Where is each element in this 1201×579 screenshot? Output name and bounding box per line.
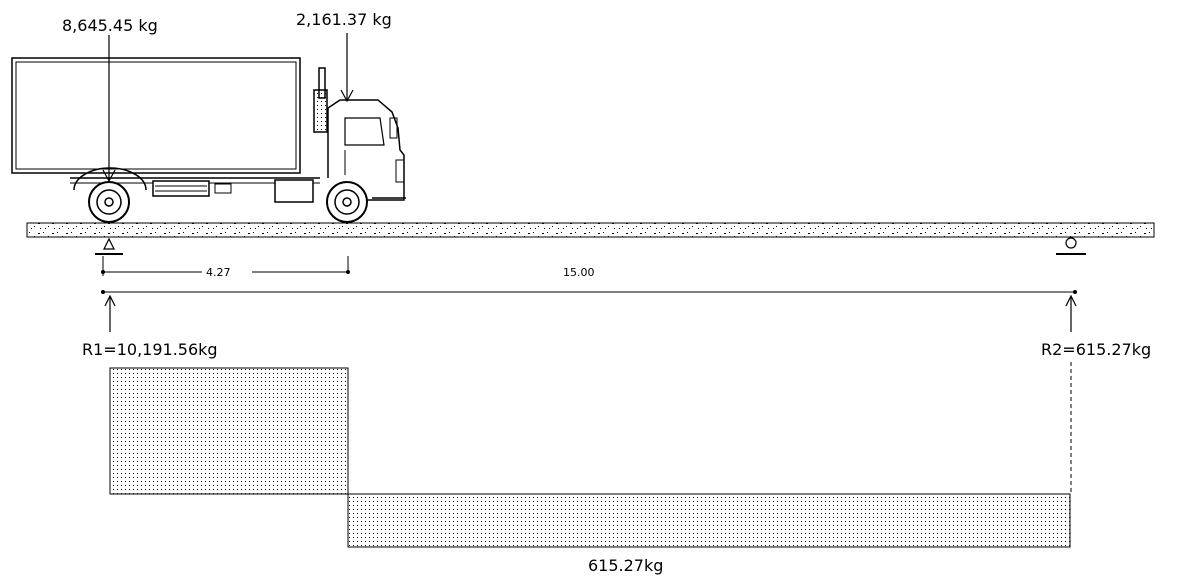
shear-bottom-label: 615.27kg	[588, 556, 663, 575]
truck-rear-mudguard	[73, 167, 147, 191]
truck-exhaust-muffler	[313, 89, 328, 133]
span-label: 15.00	[563, 266, 595, 279]
truck-front-wheel-rim	[334, 189, 360, 215]
truck-cargo-box-inner	[15, 61, 297, 170]
reaction-r2-label: R2=615.27kg	[1041, 340, 1151, 359]
truck-mirror	[389, 117, 398, 139]
truck-illustration	[11, 57, 406, 223]
front-axle-load-arrow	[340, 33, 354, 103]
shear-negative-block	[347, 493, 1071, 548]
truck-fuel-tank	[274, 179, 314, 203]
truck-grille	[395, 159, 405, 183]
truck-cargo-box	[11, 57, 301, 174]
rear-axle-load-label: 8,645.45 kg	[62, 16, 158, 35]
truck-cab-window	[344, 117, 385, 146]
truck-front-wheel-hub	[342, 197, 352, 207]
left-pin-support	[95, 237, 123, 255]
truck-rear-wheel-hub	[104, 197, 114, 207]
shear-positive-block	[109, 367, 349, 495]
reaction-r1-arrow	[104, 294, 116, 332]
reaction-r1-label: R1=10,191.56kg	[82, 340, 218, 359]
truck-rear-wheel-rim	[96, 189, 122, 215]
truck-front-wheel	[326, 181, 368, 223]
truck-battery-box	[214, 183, 232, 194]
front-axle-load-label: 2,161.37 kg	[296, 10, 392, 29]
span-dimension	[101, 290, 1077, 294]
rear-axle-load-arrow	[102, 35, 116, 183]
truck-rear-wheel	[88, 181, 130, 223]
axle-spacing-dimension	[101, 256, 350, 276]
bridge-beam	[26, 222, 1155, 238]
axle-spacing-label: 4.27	[206, 266, 231, 279]
right-roller-support	[1056, 237, 1086, 255]
reaction-r2-arrow	[1065, 294, 1077, 332]
truck-side-box	[152, 180, 210, 197]
